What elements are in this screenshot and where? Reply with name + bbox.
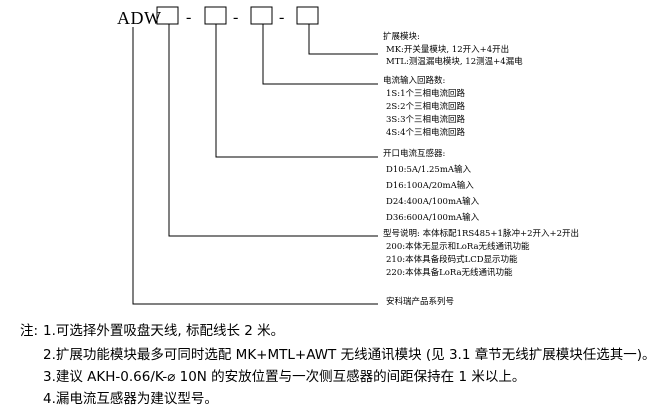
leader-circuits [262,24,378,85]
model-heading: 型号说明: 本体标配1RS485+1脉冲+2开入+2开出 [383,229,580,239]
model-item: 210:本体具备段码式LCD显示功能 [386,255,518,265]
notes-lead: 注: [20,323,39,339]
code-box-2 [204,6,227,25]
circuits-item: 3S:3个三相电流回路 [386,115,466,125]
expansion-heading: 扩展模块: [383,32,420,42]
ct-item: D10:5A/1.25mA输入 [386,165,472,175]
code-box-4 [296,6,319,25]
note-item: 3.建议 AKH-0.66/K-⌀ 10N 的安放位置与一次侧互感器的间距保持在… [43,369,526,385]
code-box-1 [156,6,179,25]
ct-heading: 开口电流互感器: [383,149,446,159]
circuits-item: 4S:4个三相电流回路 [386,128,466,138]
note-item: 4.漏电流互感器为建议型号。 [43,391,218,407]
series-heading: 安科瑞产品系列号 [386,297,455,307]
code-box-3 [250,6,273,25]
leader-expansion [308,24,378,55]
leader-model [168,24,378,237]
model-item: 200:本体无显示和LoRa无线通讯功能 [386,242,530,252]
separator-3: - [279,9,285,26]
note-item: 2.扩展功能模块最多可同时选配 MK+MTL+AWT 无线通讯模块 (见 3.1… [43,347,656,363]
model-item: 220:本体具备LoRa无线通讯功能 [386,268,513,278]
leader-ct [215,24,378,158]
expansion-item: MTL:测温漏电模块, 12测温+4漏电 [386,57,523,67]
ct-item: D16:100A/20mA输入 [386,181,474,191]
circuits-item: 2S:2个三相电流回路 [386,102,466,112]
circuits-heading: 电流输入回路数: [383,76,446,86]
ct-item: D36:600A/100mA输入 [386,213,480,223]
separator-1: - [186,9,192,26]
note-item: 1.可选择外置吸盘天线, 标配线长 2 米。 [43,323,285,339]
separator-2: - [233,9,239,26]
expansion-item: MK:开关量模块, 12开入+4开出 [386,45,510,55]
ct-item: D24:400A/100mA输入 [386,197,480,207]
circuits-item: 1S:1个三相电流回路 [386,89,466,99]
leader-series [132,27,378,305]
model-prefix: ADW [117,8,162,28]
